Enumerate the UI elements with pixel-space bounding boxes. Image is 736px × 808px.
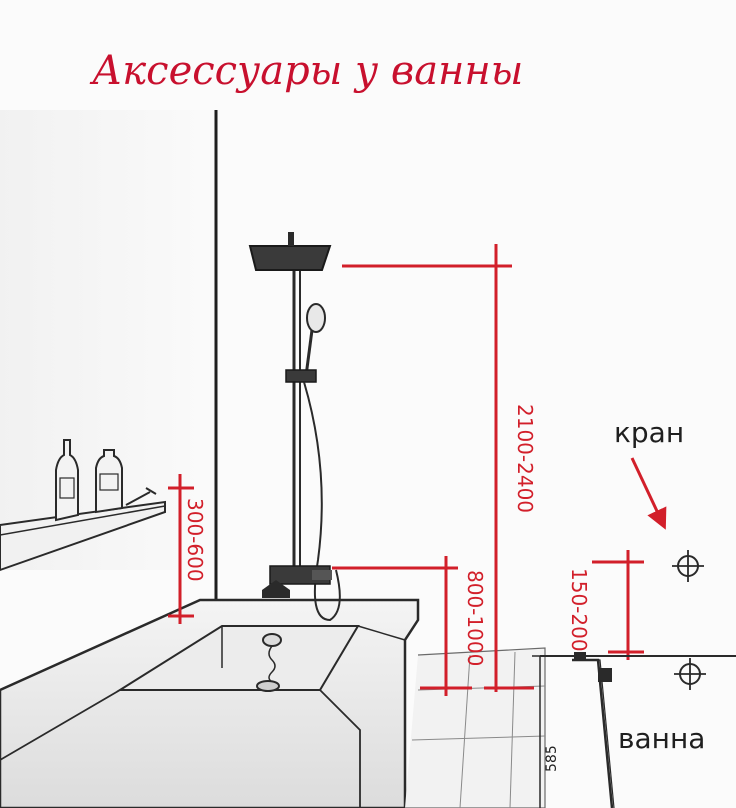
dimension-label-bath-height: 585 [544,745,560,772]
bottle-icon [55,439,79,522]
dimension-mixer-height [332,556,472,696]
dimension-shower-height [342,244,534,692]
bottle-icon [95,449,123,514]
dimension-shelf-height [168,474,194,624]
bath-section [532,652,736,808]
tap-symbol-icon [674,658,706,690]
dimension-label-mixer: 800-1000 [463,570,487,666]
hand-shower-icon [285,303,326,383]
razor-icon [125,487,157,506]
mixer-tap-icon [262,565,332,598]
bath-label: ванна [618,722,705,755]
tap-pointer-arrow [630,457,667,530]
rain-shower-head-icon [248,232,332,271]
tap-symbol-icon [672,550,704,582]
floor-tiles [405,647,546,808]
diagram-title: Аксессуары у ванны [89,48,523,94]
drain-icon [256,633,282,692]
tap-label: кран [614,416,684,449]
dimension-label-shower: 2100-2400 [513,404,537,513]
dimension-tap-offset [592,550,644,660]
shower-rail [292,262,301,580]
dimension-label-shelf: 300-600 [183,498,207,582]
dimension-label-tap-offset: 150-200 [567,568,591,652]
bathtub [0,598,420,808]
